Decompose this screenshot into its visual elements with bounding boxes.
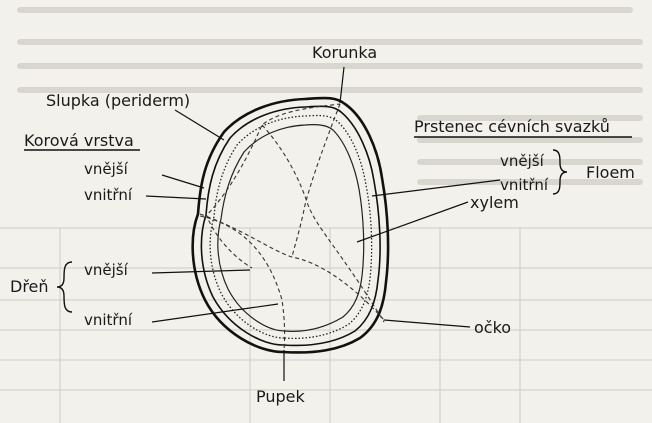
label-korunka: Korunka: [312, 43, 377, 62]
label-slupka: Slupka (periderm): [46, 91, 190, 110]
label-pupek: Pupek: [256, 387, 306, 406]
label-korova-vnejsi: vnější: [84, 160, 129, 178]
dren-brace: [57, 262, 72, 312]
vascular-ring-line: [218, 125, 364, 332]
label-floem: Floem: [586, 163, 635, 182]
leader-lines: [146, 67, 500, 381]
label-floem-vnitrni: vnitřní: [500, 176, 549, 194]
label-dren-vnitrni: vnitřní: [84, 311, 133, 329]
label-dren-vnejsi: vnější: [84, 261, 129, 279]
label-korova-vnitrni: vnitřní: [84, 186, 133, 204]
label-korova-vrstva: Korová vrstva: [24, 131, 134, 150]
label-floem-vnejsi: vnější: [500, 152, 545, 170]
label-dren: Dřeň: [10, 277, 49, 296]
label-ocko: očko: [474, 318, 511, 337]
label-prstenec: Prstenec cévních svazků: [414, 117, 610, 136]
label-xylem: xylem: [470, 193, 519, 212]
floem-brace: [553, 150, 567, 194]
cortex-inner-line: [210, 116, 372, 339]
